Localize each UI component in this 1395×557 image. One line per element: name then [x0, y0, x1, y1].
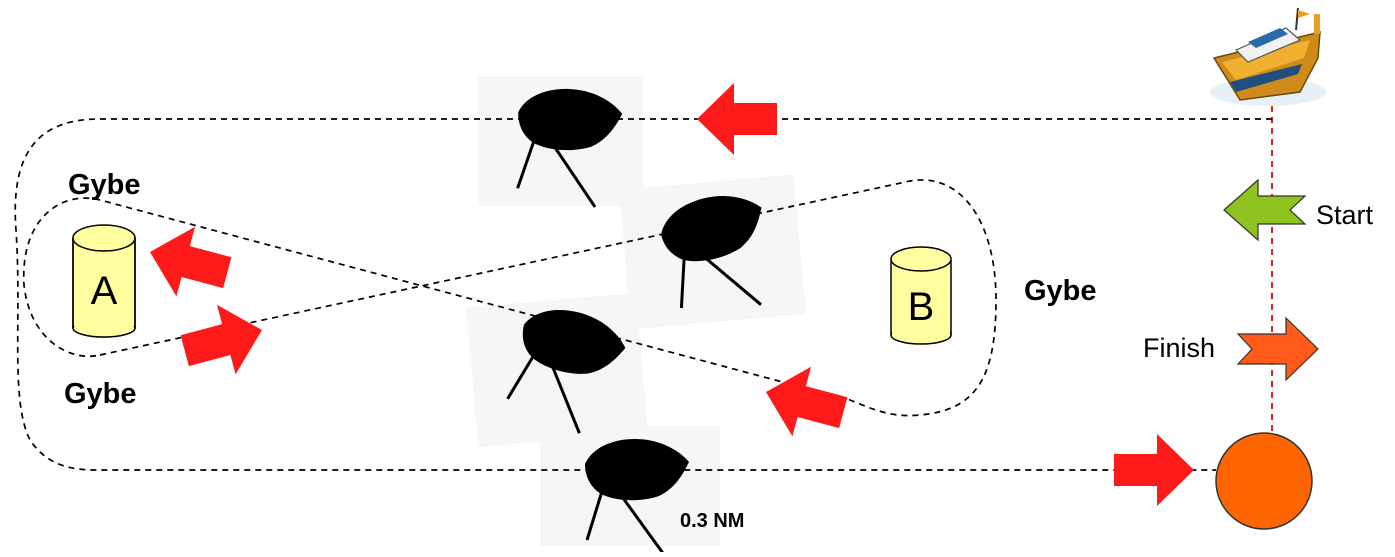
direction-arrow-icon — [1114, 434, 1194, 506]
mark-a-label: A — [91, 269, 118, 313]
distance-label: 0.3 NM — [680, 510, 744, 532]
mark-a: A — [72, 224, 136, 338]
gybe-label-right: Gybe — [1024, 275, 1097, 307]
motorboat-icon — [1210, 7, 1326, 106]
direction-arrow-icon — [697, 83, 777, 155]
gybe-label-lower: Gybe — [64, 378, 137, 410]
direction-arrow-icon — [175, 295, 272, 386]
outer-course-path — [14, 118, 1272, 471]
direction-arrow-icon — [756, 357, 853, 448]
start-arrow-icon — [1223, 178, 1307, 242]
mark-b: B — [890, 246, 952, 345]
finish-label: Finish — [1143, 333, 1215, 363]
start-label: Start — [1316, 200, 1374, 230]
gybe-label-upper: Gybe — [68, 169, 141, 201]
mark-b-label: B — [908, 285, 935, 329]
direction-arrow-icon — [140, 217, 237, 308]
finish-arrow-icon — [1236, 316, 1319, 382]
pin-end-buoy-icon — [1215, 432, 1313, 530]
inner-course-path — [22, 179, 997, 417]
